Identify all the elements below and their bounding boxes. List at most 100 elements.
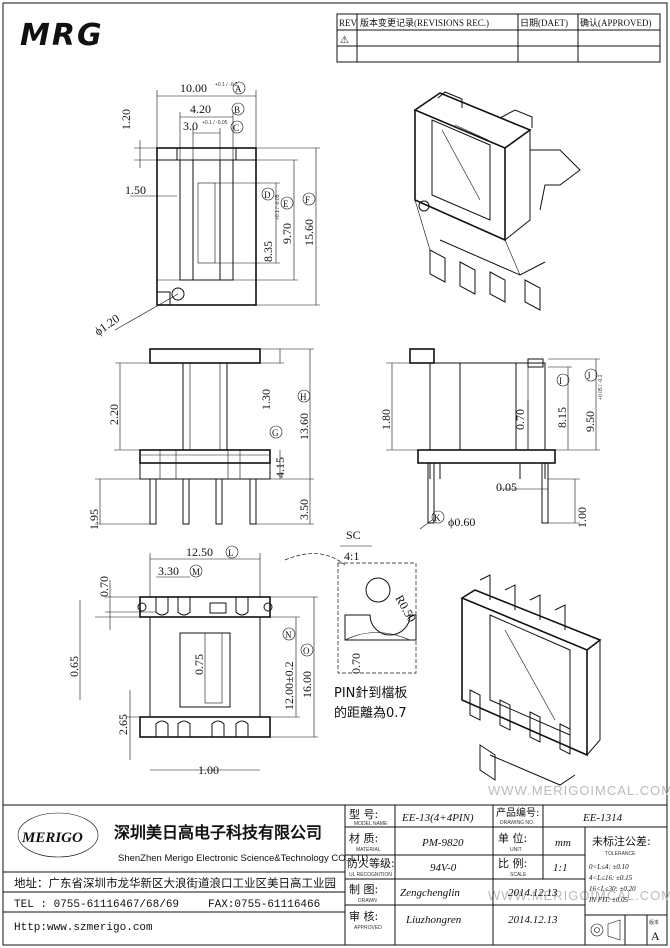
circle-i: I	[559, 376, 562, 386]
drawn-label: 制 图:	[349, 883, 378, 896]
drawing-no-value: EE-1314	[582, 812, 623, 824]
rev-changes-header: 版本变更记录(REVISIONS REC.)	[360, 17, 489, 28]
dim-1-00-bottom: 1.00	[198, 763, 219, 777]
scale-label: 比 例:	[498, 856, 527, 870]
dim-2-65: 2.65	[116, 714, 130, 735]
ul-value: 94V-0	[430, 862, 457, 874]
dim-h: 13.60	[297, 413, 311, 440]
dim-d: 8.35	[261, 241, 275, 262]
bottom-view: 12.50 L 3.30 M 0.70 0.65 0.75 12.00±0.2 …	[67, 545, 318, 777]
dim-0-65: 0.65	[67, 656, 81, 677]
company-name-cn: 深圳美日高电子科技有限公司	[114, 823, 322, 842]
dim-f: 15.60	[302, 219, 316, 246]
dim-1-30: 1.30	[259, 389, 273, 410]
dim-0-05: 0.05	[496, 480, 517, 494]
dim-hole: ϕ1.20	[92, 311, 122, 338]
sc-scale: 4:1	[344, 549, 359, 563]
company-http: Http:www.szmerigo.com	[14, 922, 153, 934]
front-view: 2.20 1.30 13.60 H G 4.15 1.95 3.50	[87, 348, 314, 530]
drawn-sub: DRAWN	[358, 898, 377, 904]
note-line-1: PIN針到檔板	[334, 686, 407, 701]
dim-o: 16.00	[300, 671, 314, 698]
model-value: EE-13(4+4PIN)	[401, 812, 474, 824]
company-tel: TEL : 0755-61116467/68/69	[14, 899, 179, 911]
dim-n: 12.00±0.2	[282, 661, 296, 710]
note-line-2: 的距離為0.7	[334, 705, 407, 721]
projection-symbol-icon	[590, 919, 621, 941]
sc-r: R0.50	[392, 593, 419, 625]
dim-1-80: 1.80	[379, 409, 393, 430]
watermark-2: WWW.MERIGOIMCAL.COM	[488, 888, 670, 903]
unit-sub: UNIT	[510, 847, 522, 853]
circle-a: A	[235, 84, 242, 94]
ul-sub: UL RECOGNITION	[349, 872, 392, 878]
approved-value: Liuzhongren	[405, 914, 462, 926]
dim-top-1-20: 1.20	[119, 109, 133, 130]
circle-b: B	[234, 105, 240, 115]
dim-1-95: 1.95	[87, 509, 101, 530]
sc-0-70: 0.70	[349, 653, 363, 674]
tolerance-title: 未标注公差:	[592, 834, 651, 848]
tolerance-1: 4<L≤16: ±0.15	[589, 874, 633, 882]
top-view: 10.00 +0.1 / -0.2 A 4.20 B 3.0 +0.1 / -0…	[92, 81, 320, 338]
approved-date: 2014.12.13	[508, 914, 558, 926]
model-label: 型 号:	[349, 807, 378, 821]
title-block: MERIGO 深圳美日高电子科技有限公司 ShenZhen Merigo Ele…	[3, 804, 667, 945]
approved-sub: APPROVED	[354, 925, 382, 931]
dim-0-70-bottom: 0.70	[97, 576, 111, 597]
version-label: 版本	[649, 919, 659, 926]
circle-h: H	[300, 392, 307, 402]
company-logo: MERIGO	[21, 830, 83, 846]
dim-3-50: 3.50	[297, 499, 311, 520]
circle-k: K	[434, 513, 441, 523]
material-label: 材 质:	[349, 831, 378, 845]
isometric-bottom	[460, 574, 602, 786]
company-name-en: ShenZhen Merigo Electronic Science&Techn…	[118, 853, 368, 864]
dim-1-00-side: 1.00	[575, 507, 589, 528]
rev-approved-header: 确认(APPROVED)	[580, 17, 652, 28]
unit-label: 单 位:	[498, 831, 527, 845]
version-value: A	[651, 929, 660, 943]
dim-e: 9.70	[280, 223, 294, 244]
circle-n: N	[285, 630, 292, 640]
circle-m: M	[192, 567, 200, 577]
warning-triangle-icon: ⚠	[340, 35, 349, 46]
dim-4-15: 4.15	[273, 457, 287, 478]
circle-j: J	[587, 371, 591, 381]
approved-label: 审 核:	[349, 909, 378, 923]
revision-table: REV. 版本变更记录(REVISIONS REC.) 日期(DAET) 确认(…	[336, 13, 661, 63]
dim-c: 3.0	[183, 119, 198, 133]
dim-l: 12.50	[186, 545, 213, 559]
dim-0-70-side: 0.70	[513, 409, 527, 430]
dim-left-1-50: 1.50	[125, 183, 146, 197]
circle-c: C	[233, 123, 239, 133]
company-address: 地址：广东省深圳市龙华新区大浪街道浪口工业区美日高工业园	[14, 876, 336, 890]
dim-k: ϕ0.60	[448, 515, 475, 529]
dim-a-tol: +0.1 / -0.2	[215, 82, 238, 88]
circle-l: L	[228, 548, 234, 558]
tolerance-sub: TOLERANCE	[605, 851, 636, 857]
drawing-no-label: 产品编号:	[496, 806, 539, 819]
material-value: PM-9820	[421, 837, 464, 849]
side-view: 1.80 0.70 8.15 I 9.50 +0.05 / -0.1 J 0.0…	[379, 348, 604, 530]
circle-e: E	[283, 199, 289, 209]
dim-m: 3.30	[158, 564, 179, 578]
circle-o: O	[303, 646, 310, 656]
dim-i: 8.15	[555, 407, 569, 428]
sc-title: SC	[346, 528, 361, 542]
scale-sub: SCALE	[510, 872, 527, 878]
dim-2-20: 2.20	[107, 404, 121, 425]
rev-header: REV.	[339, 18, 358, 28]
drawn-date: 2014.12.13	[508, 887, 558, 899]
circle-g: G	[272, 428, 279, 438]
ul-label: 防火等级:	[347, 856, 395, 870]
circle-d: D	[264, 190, 271, 200]
isometric-top	[413, 91, 581, 311]
dim-a: 10.00	[180, 81, 207, 95]
logo: MRG	[20, 18, 104, 53]
unit-value: mm	[555, 837, 571, 849]
dim-j-tol: +0.05 / -0.1	[598, 374, 604, 400]
